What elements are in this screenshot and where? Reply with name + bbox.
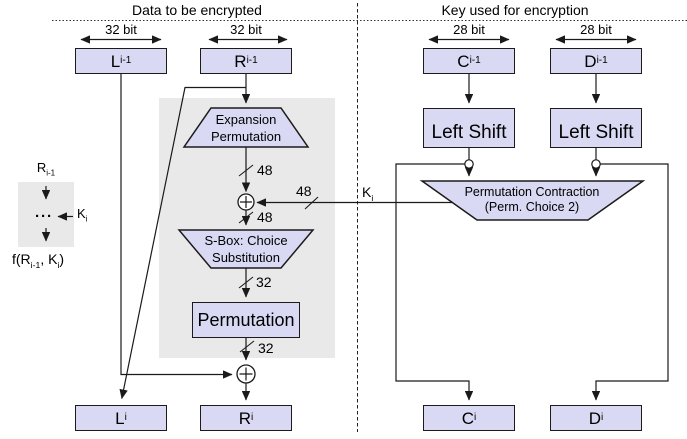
permutation-block: Permutation (192, 302, 300, 338)
bit-label-l: 32 bit (105, 22, 137, 37)
key-wires (395, 74, 669, 401)
left-shift-label: Left Shift (558, 122, 634, 143)
slash-48-key (304, 196, 319, 210)
subkey-base: K (362, 184, 372, 200)
legend-dots: ··· (35, 208, 53, 225)
fout-p3: ) (59, 251, 65, 267)
slash-32-perm-out (239, 340, 255, 353)
wire-feedback-to-dnext (591, 163, 669, 401)
legend-input-label: Ri-1 (16, 160, 76, 178)
register-label: C (457, 51, 470, 71)
fout-s1: i-1 (30, 259, 41, 270)
register-label: R (238, 408, 252, 428)
register-label: C (461, 408, 475, 428)
legend-input-base: R (36, 160, 47, 175)
legend-key-label: Ki (77, 206, 87, 224)
label-48-expansion: 48 (257, 162, 273, 178)
bit-label-c: 28 bit (453, 22, 485, 37)
sbox-line2: Substitution (212, 250, 280, 265)
slash-32-sbox-out (238, 276, 254, 289)
register-label: D (584, 51, 597, 71)
legend-output-label: f(Ri-1, Ki) (12, 251, 64, 270)
register-label: L (115, 408, 125, 428)
fout-s2: i (57, 259, 60, 270)
bus-slashes (238, 164, 319, 353)
register-label: L (110, 51, 121, 71)
legend-key-subscript: i (85, 214, 88, 224)
label-32-perm-out: 32 (258, 340, 274, 356)
register-label: R (234, 51, 247, 71)
wire-rprev-to-lnext (119, 86, 246, 400)
register-subscript: i-1 (246, 55, 258, 66)
register-label: D (588, 408, 602, 428)
sbox-line1: S-Box: Choice (204, 233, 288, 248)
xor-nodes (236, 193, 256, 384)
permutation-label: Permutation (197, 309, 295, 330)
perm-contraction-label: Permutation Contraction (Perm. Choice 2) (432, 185, 632, 215)
fout-p1: f(R (12, 251, 31, 267)
label-subkey: Ki (362, 184, 373, 203)
header-data: Data to be encrypted (132, 2, 262, 18)
register-subscript: i (124, 412, 127, 423)
label-48-key: 48 (296, 183, 312, 199)
legend-input-subscript: i-1 (46, 168, 56, 178)
left-shift-label: Left Shift (431, 122, 507, 143)
bit-label-d: 28 bit (580, 22, 612, 37)
bit-label-r: 32 bit (230, 22, 262, 37)
left-shift-block-d: Left Shift (550, 108, 642, 148)
perm-contraction-line1: Permutation Contraction (464, 185, 600, 199)
label-32-sbox-out: 32 (256, 274, 272, 290)
expansion-permutation-block (182, 107, 310, 148)
register-subscript: i-1 (120, 55, 132, 66)
header-key: Key used for encryption (441, 2, 589, 18)
fout-p2: , K (40, 251, 58, 267)
left-shift-block-c: Left Shift (423, 108, 515, 148)
trapezoid-blocks (177, 107, 646, 269)
sbox-label: S-Box: Choice Substitution (186, 232, 306, 266)
perm-contraction-block (419, 180, 646, 221)
subkey-subscript: i (371, 192, 374, 203)
expansion-permutation-label: Expansion Permutation (196, 111, 296, 145)
wire-feedback-to-cnext (395, 163, 474, 401)
register-subscript: i-1 (596, 55, 608, 66)
slash-48-expansion (238, 164, 254, 177)
xor2-plus-icon (239, 367, 253, 381)
register-subscript: i (251, 412, 254, 423)
legend-key-base: K (77, 206, 86, 221)
sbox-block (177, 229, 315, 269)
legend-arrows (41, 186, 73, 242)
perm-contraction-line2: (Perm. Choice 2) (484, 200, 580, 214)
label-48-xor-out: 48 (257, 209, 273, 225)
wire-lprev-to-xor2 (120, 74, 233, 379)
xor1-plus-icon (240, 196, 252, 208)
branch-point-d (591, 159, 601, 169)
expansion-line2: Permutation (210, 129, 282, 144)
expansion-line1: Expansion (215, 112, 277, 127)
branch-point-c (464, 159, 474, 169)
register-subscript: i (474, 412, 477, 423)
slash-48-xor-out (238, 211, 254, 224)
register-subscript: i (601, 412, 604, 423)
register-subscript: i-1 (469, 55, 481, 66)
